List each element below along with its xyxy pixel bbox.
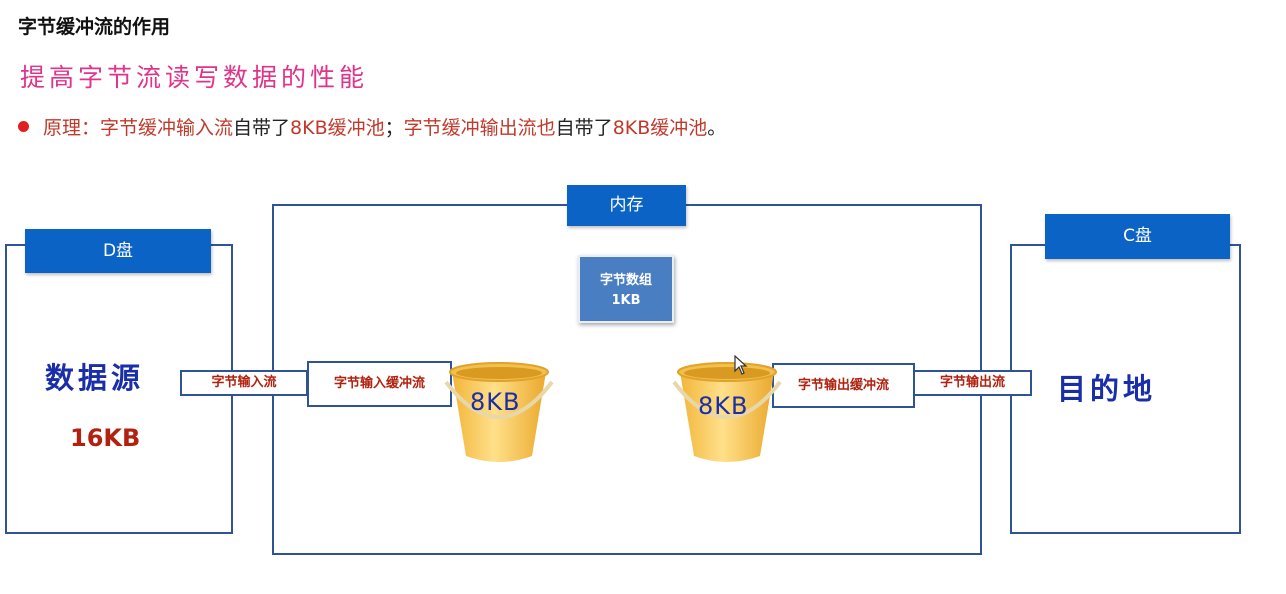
page-title: 字节缓冲流的作用 (18, 16, 171, 38)
principle-prefix: 原理： (43, 117, 101, 139)
d-drive-header: D盘 (25, 229, 211, 273)
principle-output-stream: 字节缓冲输出流也 (403, 117, 556, 139)
bucket-left-label: 8KB (470, 388, 521, 416)
subtitle: 提高字节流读写数据的性能 (20, 63, 369, 92)
bucket-right-icon (672, 362, 782, 462)
c-drive-header: C盘 (1045, 214, 1230, 259)
byte-array-size: 1KB (611, 293, 641, 308)
byte-output-buffer-box: 字节输出缓冲流 (772, 363, 915, 408)
c-drive-frame (1010, 244, 1241, 534)
mouse-cursor-icon (734, 355, 748, 375)
principle-buffer-size: 8KB缓冲池 (290, 117, 385, 139)
bucket-right-label: 8KB (698, 392, 749, 420)
principle-separator: ； (384, 117, 404, 139)
bullet-dot-icon (18, 121, 29, 132)
byte-array-box: 字节数组 1KB (578, 255, 674, 323)
source-label: 数据源 (45, 361, 145, 395)
principle-text: 自带了 (555, 117, 613, 139)
principle-buffer-size: 8KB缓冲池 (612, 117, 708, 139)
principle-input-stream: 字节缓冲输入流 (100, 117, 234, 139)
principle-text: 自带了 (233, 117, 291, 139)
byte-output-stream-box: 字节输出流 (913, 370, 1032, 396)
bucket-left-icon (444, 362, 554, 462)
source-size: 16KB (70, 424, 141, 452)
principle-line: 原理：字节缓冲输入流自带了8KB缓冲池；字节缓冲输出流也自带了8KB缓冲池。 (18, 113, 726, 140)
destination-label: 目的地 (1057, 372, 1157, 406)
memory-header: 内存 (567, 185, 686, 226)
byte-array-title: 字节数组 (599, 273, 652, 288)
byte-input-stream-box: 字节输入流 (180, 370, 308, 396)
byte-input-buffer-box: 字节输入缓冲流 (307, 361, 452, 407)
principle-end: 。 (707, 117, 727, 139)
